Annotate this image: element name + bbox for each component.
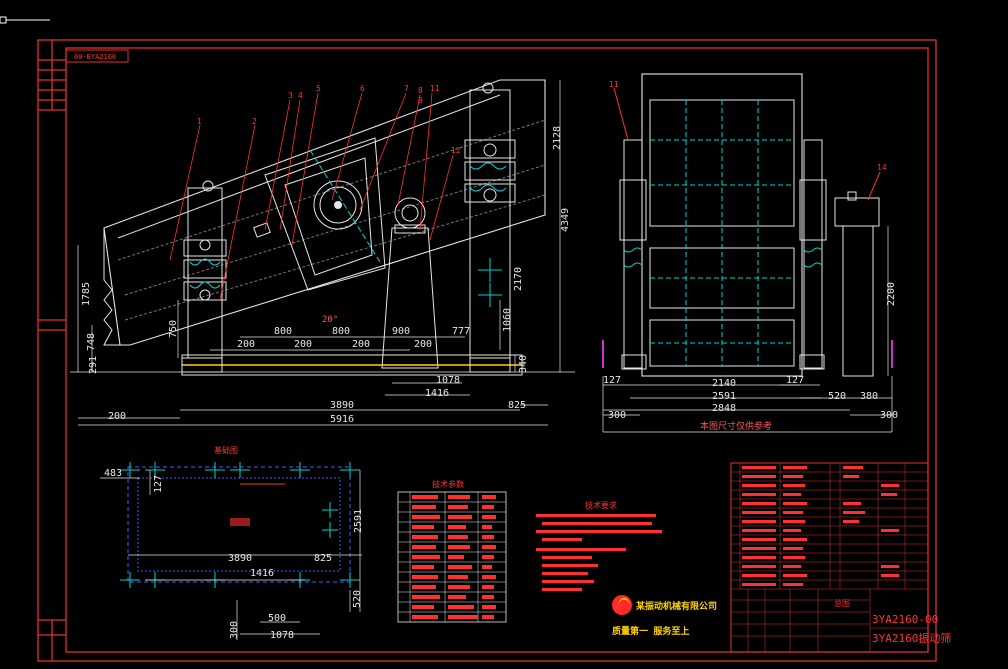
dim-1060: 1060 xyxy=(502,308,513,332)
end-dim-127-b: 127 xyxy=(786,375,804,386)
foundation-title: 基础图 xyxy=(214,445,238,455)
base-frame xyxy=(181,354,523,376)
company-logo: 某振动机械有限公司 质量第一 服务至上 xyxy=(612,595,717,637)
part-label-7: 7 xyxy=(404,84,409,93)
end-dim-127-a: 127 xyxy=(603,375,621,386)
title-block-header: 总图 xyxy=(834,598,850,608)
part-label-12: 12 xyxy=(451,146,461,155)
dim-900: 900 xyxy=(392,326,410,337)
dim-200-a: 200 xyxy=(237,339,255,350)
fnd-dim-1416: 1416 xyxy=(250,568,274,579)
end-dim-2200: 2200 xyxy=(886,282,897,306)
motor-pulley xyxy=(394,197,426,229)
dim-1785: 1785 xyxy=(81,282,92,306)
fnd-dim-127: 127 xyxy=(153,475,164,493)
end-dim-2591: 2591 xyxy=(712,391,736,402)
dim-200-d: 200 xyxy=(414,339,432,350)
motor-pedestal xyxy=(381,227,439,369)
end-dim-300-a: 300 xyxy=(608,410,626,421)
end-part-label-14: 14 xyxy=(877,163,887,172)
dim-4349: 4349 xyxy=(560,208,571,232)
dim-2128: 2128 xyxy=(552,126,563,150)
dim-750: 750 xyxy=(168,320,179,338)
part-label-8: 8 xyxy=(418,86,423,95)
dim-200-e: 200 xyxy=(108,411,126,422)
company-name: 某振动机械有限公司 xyxy=(636,600,717,612)
part-label-1: 1 xyxy=(197,117,202,126)
dim-748: 748 xyxy=(86,333,97,351)
dim-5916: 5916 xyxy=(330,414,354,425)
sheet-code: 00-BYA2160 xyxy=(74,53,116,61)
end-part-label-11: 11 xyxy=(609,80,619,89)
params-table-title: 技术参数 xyxy=(432,479,464,489)
notes-title: 技术要求 xyxy=(585,500,617,510)
part-label-2: 2 xyxy=(252,117,257,126)
end-view: 11 14 127 127 2140 2591 2848 300 5 xyxy=(602,73,898,433)
dim-825: 825 xyxy=(508,400,526,411)
foundation-plan: 基础图 xyxy=(100,445,364,641)
part-label-4: 4 xyxy=(298,91,303,100)
fnd-dim-2591: 2591 xyxy=(353,509,364,533)
end-dim-380: 380 xyxy=(860,391,878,402)
dim-200-c: 200 xyxy=(352,339,370,350)
sheet-code-box: 00-BYA2160 xyxy=(65,49,129,63)
fnd-dim-825: 825 xyxy=(314,553,332,564)
params-table: 技术参数 xyxy=(397,479,507,623)
part-label-9: 9 xyxy=(418,96,423,105)
end-spring-left xyxy=(619,139,647,370)
end-dim-520: 520 xyxy=(828,391,846,402)
technical-notes: 技术要求 xyxy=(536,500,662,591)
part-label-3: 3 xyxy=(288,91,293,100)
fnd-dim-3890: 3890 xyxy=(228,553,252,564)
screen-box xyxy=(103,79,546,346)
fnd-dim-500: 500 xyxy=(268,613,286,624)
dim-1078: 1078 xyxy=(436,375,460,386)
drawing-name: 3YA2160振动筛 xyxy=(872,631,951,645)
dim-3890: 3890 xyxy=(330,400,354,411)
title-block: 总图 3YA2160-00 3YA2160振动筛 xyxy=(730,462,951,653)
incline-angle: 20° xyxy=(322,315,338,325)
exciter-housing xyxy=(264,137,386,291)
sheet-frame xyxy=(37,39,937,662)
part-label-5: 5 xyxy=(316,84,321,93)
fnd-dim-483: 483 xyxy=(104,468,122,479)
dim-800-a: 800 xyxy=(274,326,292,337)
part-label-11: 11 xyxy=(430,84,440,93)
fnd-dim-520: 520 xyxy=(352,590,363,608)
end-motor xyxy=(834,191,880,377)
spring-support-left xyxy=(183,187,227,359)
end-dim-2848: 2848 xyxy=(712,403,736,414)
end-view-note: 本图尺寸仅供参考 xyxy=(700,420,772,432)
dim-800-b: 800 xyxy=(332,326,350,337)
end-spring-right xyxy=(799,139,827,370)
dim-340: 340 xyxy=(518,355,529,373)
dim-777: 777 xyxy=(452,326,470,337)
fnd-dim-1078: 1078 xyxy=(270,630,294,641)
side-view: 1 2 3 4 5 6 7 8 9 11 12 20° xyxy=(70,79,575,426)
dim-2170: 2170 xyxy=(513,267,524,291)
fnd-dim-300: 300 xyxy=(229,621,240,639)
end-dim-2140: 2140 xyxy=(712,378,736,389)
window-title-fragment xyxy=(0,16,50,24)
dim-200-b: 200 xyxy=(294,339,312,350)
company-slogan: 质量第一 服务至上 xyxy=(612,625,689,637)
dim-1416: 1416 xyxy=(425,388,449,399)
end-dim-300-b: 300 xyxy=(880,410,898,421)
drawing-number: 3YA2160-00 xyxy=(872,613,938,626)
dim-291: 291 xyxy=(88,356,99,374)
part-label-6: 6 xyxy=(360,84,365,93)
